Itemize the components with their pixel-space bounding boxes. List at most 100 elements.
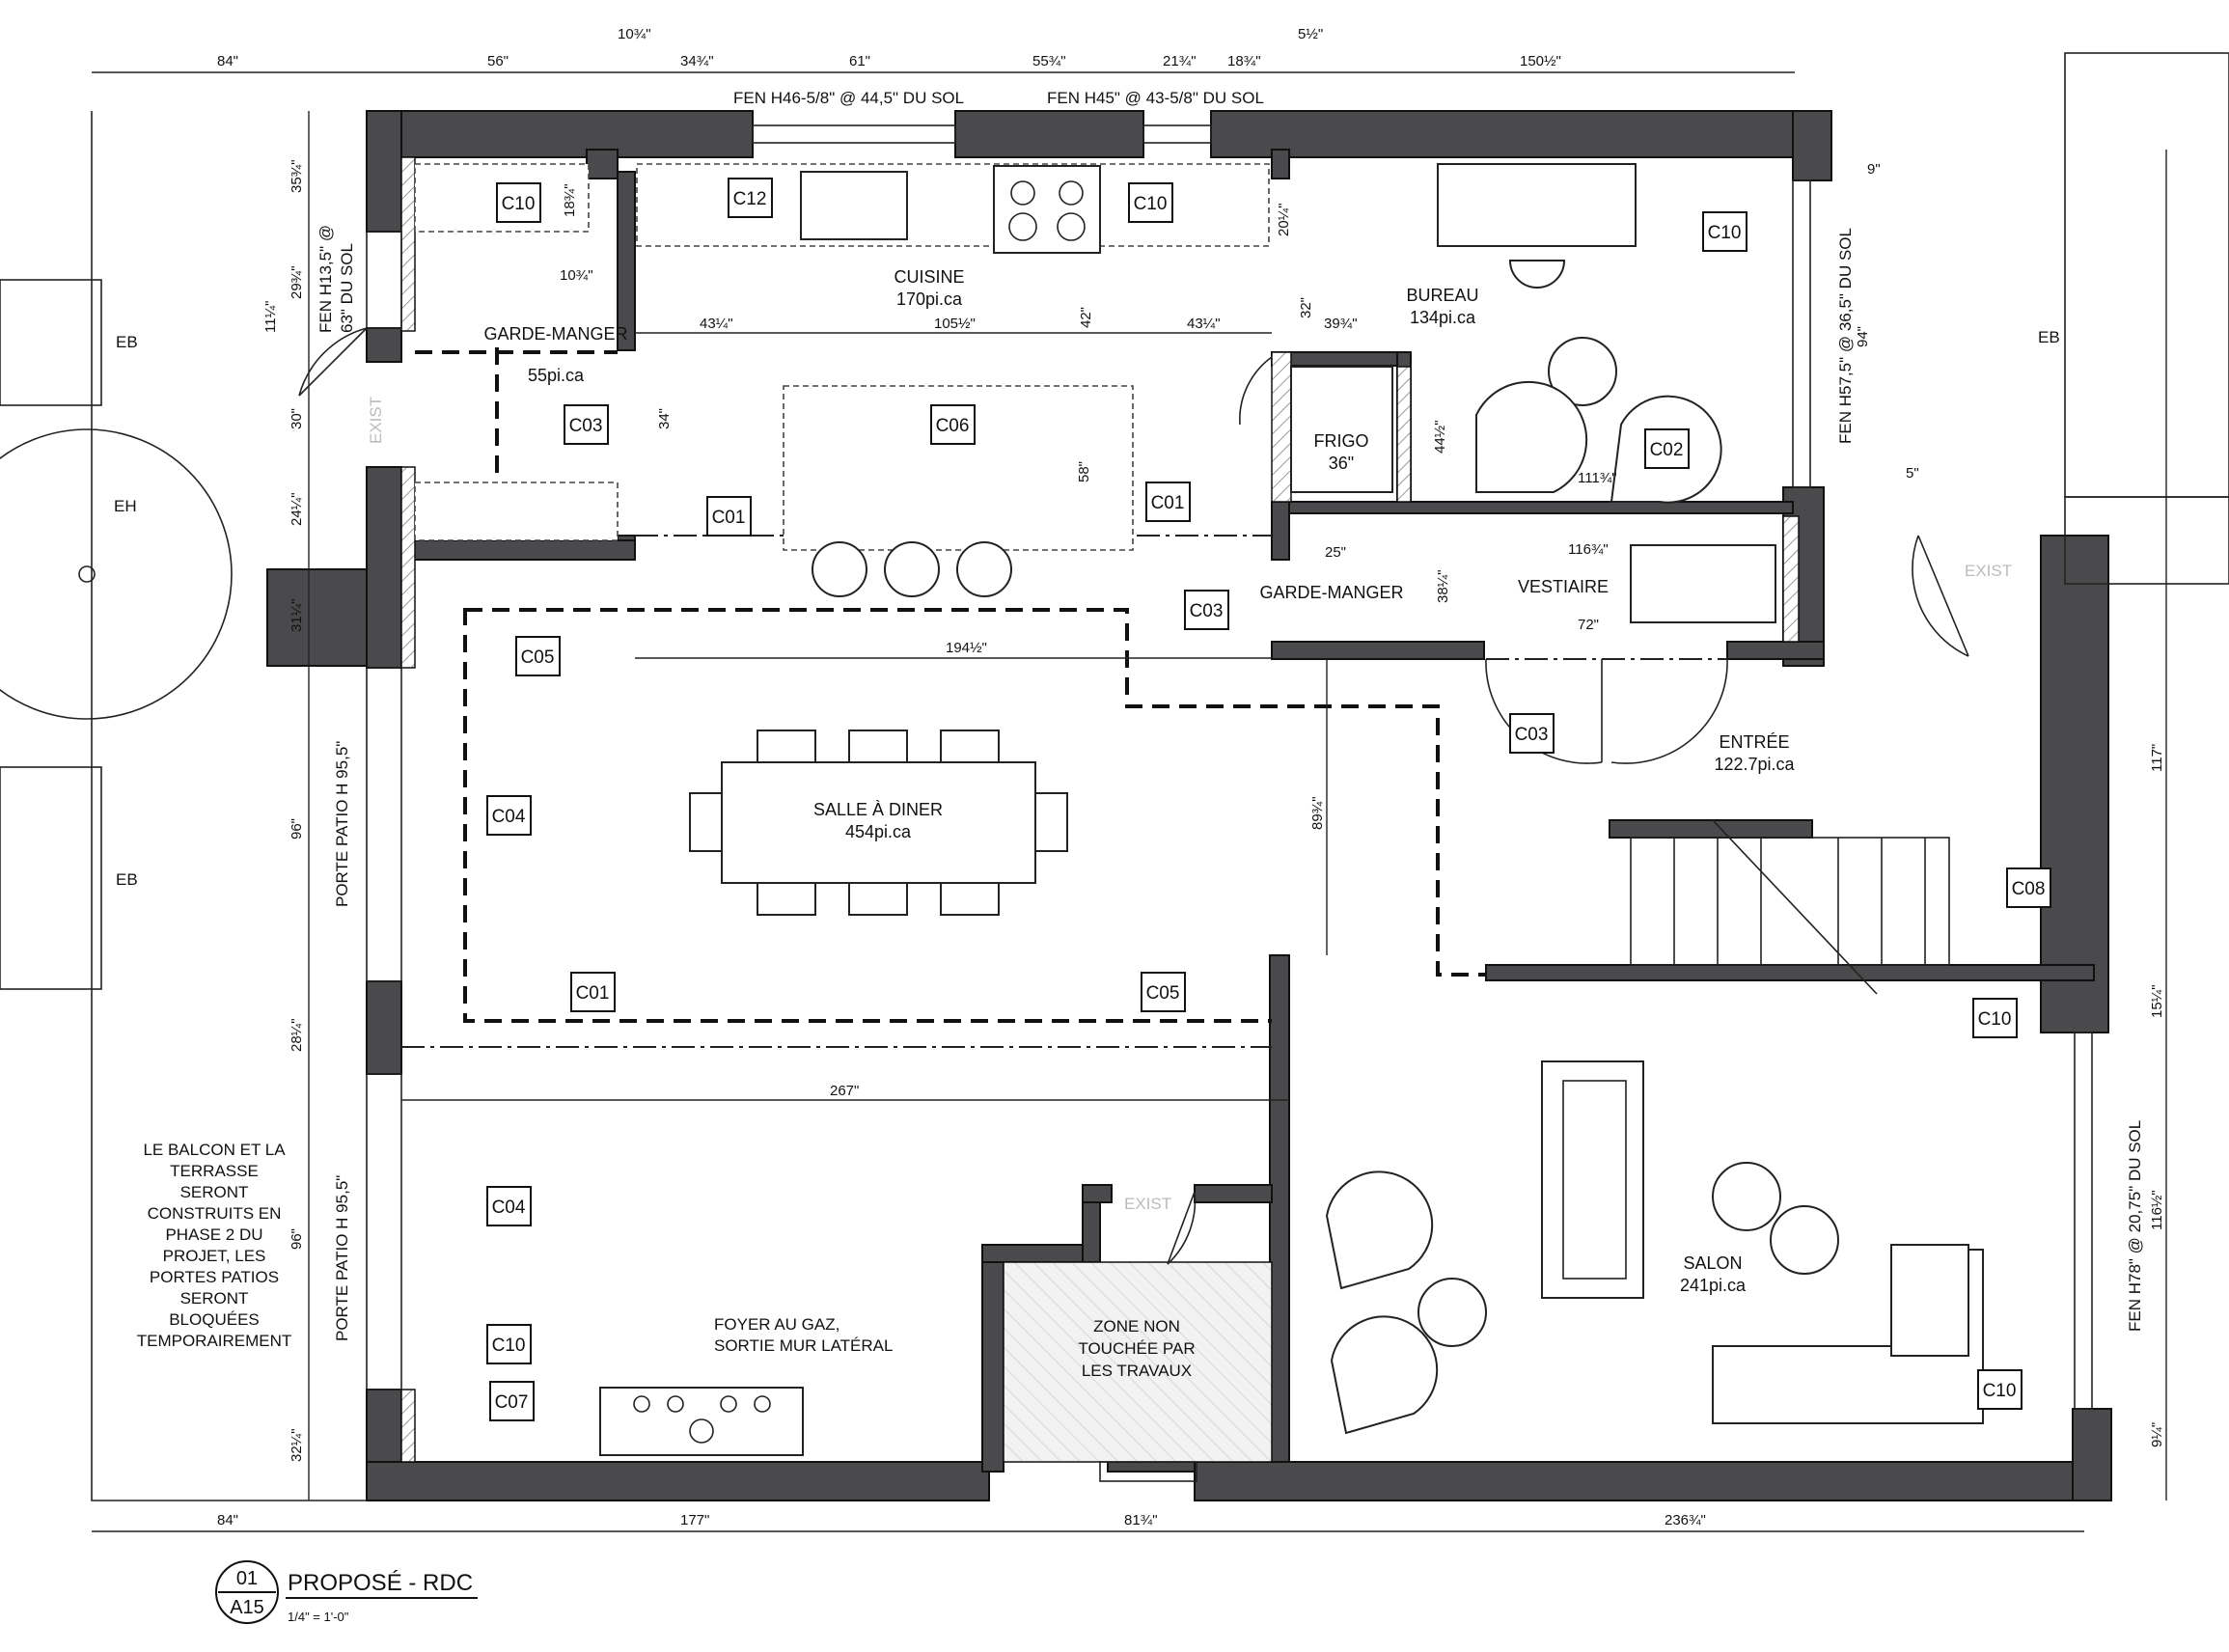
svg-text:34": 34" (656, 408, 673, 429)
window-label-salon: FEN H78" @ 20,75" DU SOL (2126, 1120, 2144, 1332)
eb-label: EB (116, 870, 138, 889)
svg-text:111¾": 111¾" (1578, 470, 1617, 486)
svg-text:11¼": 11¼" (262, 301, 279, 333)
coffee-table-icon (1770, 1205, 1839, 1275)
svg-text:10¾": 10¾" (618, 26, 651, 42)
svg-text:9¼": 9¼" (2149, 1422, 2165, 1447)
annotations: EXIST EXIST EXIST EB EB EB EH FOYER AU G… (114, 328, 2060, 1380)
room-area-bureau: 134pi.ca (1410, 308, 1476, 327)
tag: C08 (2006, 867, 2051, 908)
svg-text:TERRASSE: TERRASSE (170, 1162, 259, 1180)
windows (366, 124, 2093, 1482)
svg-text:61": 61" (849, 53, 870, 69)
svg-text:21¾": 21¾" (1163, 53, 1197, 69)
svg-text:C10: C10 (1978, 1009, 2012, 1030)
tag: C03 (564, 404, 609, 445)
svg-text:177": 177" (680, 1512, 709, 1528)
svg-text:SERONT: SERONT (180, 1183, 249, 1201)
dimension-labels: 84" 56" 10¾" 34¾" 61" 55¾" 21¾" 18¾" 5½"… (217, 26, 2165, 1528)
svg-text:43¼": 43¼" (1187, 316, 1221, 332)
plan-scale: 1/4" = 1'-0" (288, 1610, 349, 1624)
svg-text:236¾": 236¾" (1665, 1512, 1706, 1528)
svg-text:5½": 5½" (1298, 26, 1323, 42)
svg-text:32": 32" (1298, 297, 1314, 318)
patio-door-label-upper: PORTE PATIO H 95,5" (333, 741, 351, 907)
svg-text:C10: C10 (502, 194, 536, 214)
svg-text:20¼": 20¼" (1276, 203, 1292, 236)
tag: C02 (1644, 428, 1690, 469)
exist-label: EXIST (1965, 562, 2012, 580)
svg-text:C10: C10 (1134, 194, 1168, 214)
svg-text:C10: C10 (1708, 223, 1742, 243)
tag: C03 (1509, 713, 1555, 754)
svg-text:9": 9" (1867, 161, 1881, 178)
room-name-entree: ENTRÉE (1719, 732, 1789, 752)
room-name-salon: SALON (1683, 1253, 1742, 1273)
svg-text:42": 42" (1078, 307, 1094, 328)
room-name-bureau: BUREAU (1406, 286, 1478, 305)
svg-text:CONSTRUITS EN: CONSTRUITS EN (148, 1204, 282, 1223)
svg-text:35¾": 35¾" (289, 159, 305, 193)
svg-text:C04: C04 (492, 1198, 526, 1218)
svg-text:32¼": 32¼" (289, 1428, 305, 1462)
svg-text:43¼": 43¼" (700, 316, 733, 332)
svg-text:29¾": 29¾" (289, 265, 305, 299)
room-area-salon: 241pi.ca (1680, 1276, 1747, 1295)
fireplace-icon (599, 1387, 804, 1456)
svg-text:25": 25" (1325, 544, 1346, 561)
exist-label: EXIST (1124, 1195, 1171, 1213)
svg-text:28¼": 28¼" (289, 1018, 305, 1052)
drawing-title: 01 A15 PROPOSÉ - RDC 1/4" = 1'-0" (215, 1560, 478, 1624)
bench-icon (1630, 544, 1776, 623)
window-labels: FEN H46-5/8" @ 44,5" DU SOL FEN H45" @ 4… (316, 89, 2144, 1341)
tag: C03 (1184, 590, 1229, 630)
svg-text:C10: C10 (1983, 1381, 2017, 1401)
svg-text:30": 30" (289, 408, 305, 429)
zone-label-3: LES TRAVAUX (1082, 1362, 1192, 1380)
eb-label: EB (2038, 328, 2060, 346)
balcony-note: LE BALCON ET LA TERRASSE SERONT CONSTRUI… (137, 1141, 292, 1350)
room-area-frigo: 36" (1329, 454, 1354, 473)
sheet-number: A15 (230, 1597, 264, 1618)
svg-text:TEMPORAIREMENT: TEMPORAIREMENT (137, 1332, 292, 1350)
room-name-garde-manger: GARDE-MANGER (483, 324, 627, 344)
room-name-vestiaire: VESTIAIRE (1518, 577, 1609, 596)
sink-icon (800, 171, 908, 240)
svg-text:18¾": 18¾" (562, 183, 578, 217)
svg-text:15¼": 15¼" (2149, 984, 2165, 1018)
svg-text:C01: C01 (576, 983, 610, 1004)
svg-text:C08: C08 (2012, 879, 2046, 899)
bar-stool-icon (812, 541, 867, 597)
cooktop-icon (993, 165, 1101, 254)
fireplace-label-2: SORTIE MUR LATÉRAL (714, 1336, 893, 1355)
svg-text:39¾": 39¾" (1324, 316, 1358, 332)
stairs (1630, 819, 1950, 995)
svg-text:PROJET, LES: PROJET, LES (163, 1247, 266, 1265)
svg-text:84": 84" (217, 1512, 238, 1528)
window-label-top-right: FEN H45" @ 43-5/8" DU SOL (1047, 89, 1264, 107)
fireplace-label-1: FOYER AU GAZ, (714, 1315, 839, 1334)
svg-text:C04: C04 (492, 807, 526, 827)
room-area-salle-a-diner: 454pi.ca (845, 822, 912, 841)
tag: C10 (486, 1324, 532, 1364)
svg-text:C01: C01 (1151, 493, 1185, 513)
zone-label-1: ZONE NON (1093, 1317, 1180, 1335)
svg-text:56": 56" (487, 53, 509, 69)
side-table-icon (1548, 337, 1617, 406)
tag: C12 (728, 178, 773, 218)
svg-text:C02: C02 (1650, 440, 1684, 460)
armchair-icon (1475, 380, 1588, 493)
svg-text:24¼": 24¼" (289, 492, 305, 526)
tag: C01 (706, 496, 752, 537)
dining-table-icon (721, 761, 1036, 884)
dimension-lines (92, 71, 2167, 1532)
tag: C06 (930, 404, 976, 445)
finish-tags: C10 C12 C10 C10 C03 C06 C01 C02 C01 C03 … (486, 178, 2051, 1421)
desk-icon (1437, 163, 1637, 247)
svg-text:10¾": 10¾" (560, 267, 593, 284)
svg-text:44½": 44½" (1432, 420, 1448, 454)
svg-text:94": 94" (1855, 326, 1871, 347)
svg-text:96": 96" (289, 1228, 305, 1250)
svg-text:194½": 194½" (946, 640, 987, 656)
